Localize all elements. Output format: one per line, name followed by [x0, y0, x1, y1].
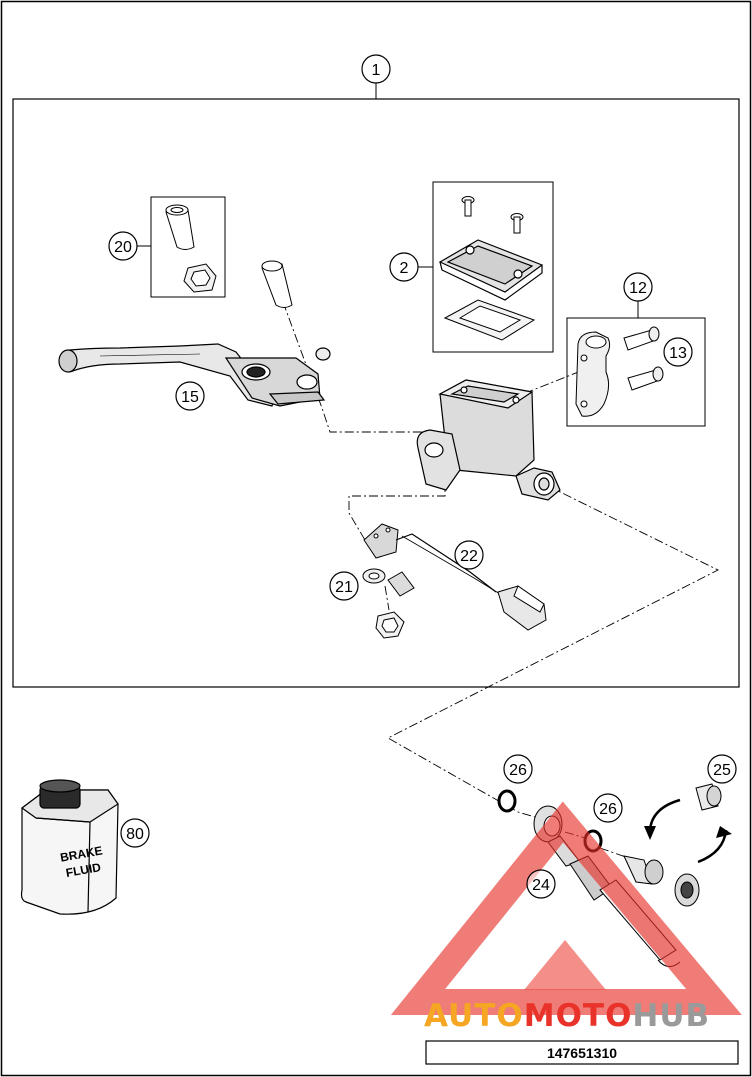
sealing-washer-26a	[497, 789, 517, 813]
subassembly-frame-20	[150, 196, 226, 298]
reference-box: 147651310	[425, 1040, 739, 1065]
svg-text:26: 26	[509, 762, 527, 779]
sleeve-20	[165, 204, 195, 250]
svg-text:22: 22	[460, 548, 478, 565]
brake-switch	[363, 523, 501, 595]
reference-number: 147651310	[547, 1045, 617, 1061]
bleed-screw-25	[695, 783, 722, 811]
svg-text:25: 25	[713, 762, 731, 779]
brake-lever	[58, 343, 331, 407]
callout-80: 80	[120, 818, 150, 848]
banjo-bolt	[623, 855, 700, 907]
svg-text:1: 1	[372, 62, 381, 79]
svg-text:FLUID: FLUID	[65, 860, 103, 880]
callout-20: 20	[108, 231, 138, 261]
cover-screws	[461, 196, 524, 234]
svg-text:15: 15	[181, 389, 199, 406]
callout-22: 22	[454, 540, 484, 570]
callout-21: 21	[329, 571, 359, 601]
svg-text:26: 26	[599, 801, 617, 818]
hex-nut-20	[183, 263, 217, 293]
watermark-logo	[390, 801, 742, 1015]
switch-connector	[497, 585, 547, 631]
svg-text:2: 2	[400, 260, 409, 277]
callout-15: 15	[175, 381, 205, 411]
handlebar-clamp	[575, 331, 611, 417]
switch-bracket-21	[362, 568, 415, 639]
callout-24: 24	[526, 869, 556, 899]
assembly-frame	[12, 98, 740, 688]
svg-text:21: 21	[335, 579, 353, 596]
svg-text:20: 20	[114, 239, 132, 256]
rotation-arrows	[644, 798, 732, 864]
clamp-bolts	[623, 326, 664, 391]
svg-text:24: 24	[532, 877, 550, 894]
subassembly-frame-12	[566, 317, 706, 427]
callout-12: 12	[623, 272, 653, 302]
callout-25: 25	[707, 754, 737, 784]
reservoir-gasket	[443, 299, 536, 341]
svg-text:12: 12	[629, 280, 647, 297]
watermark-text: AUTOMOTOHUB	[424, 998, 710, 1034]
callout-26a: 26	[503, 754, 533, 784]
svg-text:13: 13	[669, 345, 687, 362]
callout-2: 2	[389, 252, 419, 282]
brake-fluid-bottle	[20, 779, 119, 915]
svg-text:AUTOMOTOHUB: AUTOMOTOHUB	[424, 998, 710, 1034]
svg-text:80: 80	[126, 826, 144, 843]
callout-1: 1	[361, 54, 391, 84]
lever-sleeve	[261, 260, 293, 308]
reservoir-cover	[438, 239, 544, 301]
callout-13: 13	[663, 337, 693, 367]
callout-26b: 26	[593, 793, 623, 823]
master-cylinder	[416, 379, 561, 501]
